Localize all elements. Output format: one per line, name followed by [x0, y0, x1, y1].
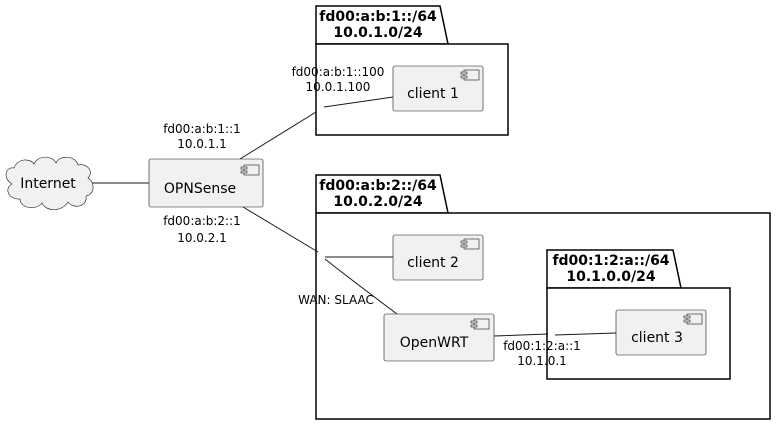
component-icon [460, 238, 480, 250]
client1-ipv4-label: 10.0.1.100 [306, 80, 371, 94]
component-icon [240, 164, 260, 176]
edge-net3-client3 [554, 332, 617, 336]
edges [92, 96, 617, 337]
client1-node: client 1 [392, 65, 484, 112]
component-icon [683, 313, 703, 325]
edge-opnsense-net1 [239, 111, 317, 160]
openwrt-wan-label: WAN: SLAAC [298, 293, 374, 307]
openwrt-net3-ipv6-label: fd00:1:2:a::1 [503, 339, 581, 353]
package-net1-title: fd00:a:b:1::/64 [319, 9, 437, 25]
client2-box [392, 234, 484, 281]
client2-label: client 2 [407, 255, 459, 271]
package-net2-title: fd00:a:b:2::/64 [319, 178, 437, 194]
opnsense-net2-ipv6-label: fd00:a:b:2::1 [163, 214, 241, 228]
client1-label: client 1 [407, 86, 459, 102]
opnsense-net1-ipv6-label: fd00:a:b:1::1 [163, 122, 241, 136]
opnsense-net1-ipv4-label: 10.0.1.1 [177, 137, 227, 151]
openwrt-label: OpenWRT [400, 335, 469, 351]
component-icon [470, 318, 490, 330]
opnsense-net2-ipv4-label: 10.0.2.1 [177, 231, 227, 245]
edge-opnsense-net2 [242, 206, 319, 253]
edge-net2-openwrt [324, 258, 398, 315]
openwrt-node: OpenWRT [383, 313, 495, 362]
openwrt-box [383, 313, 495, 362]
opnsense-box [148, 158, 264, 208]
client2-node: client 2 [392, 234, 484, 281]
internet-node: Internet [5, 156, 94, 210]
cloud-icon [5, 156, 94, 210]
opnsense-label: OPNSense [164, 181, 236, 197]
package-net2-subtitle: 10.0.2.0/24 [333, 194, 423, 210]
client3-box [615, 309, 707, 356]
openwrt-net3-ipv4-label: 10.1.0.1 [517, 354, 567, 368]
client1-ipv6-label: fd00:a:b:1::100 [292, 65, 385, 79]
edge-openwrt-net3-a [493, 333, 549, 337]
opnsense-node: OPNSense [148, 158, 264, 208]
component-icon [460, 69, 480, 81]
edge-labels: fd00:a:b:1::1 10.0.1.1 fd00:a:b:2::1 10.… [163, 65, 581, 368]
internet-label: Internet [20, 176, 76, 192]
package-net3-title: fd00:1:2:a::/64 [552, 253, 669, 269]
package-net3-subtitle: 10.1.0.0/24 [566, 269, 656, 285]
client1-box [392, 65, 484, 112]
client3-label: client 3 [631, 330, 683, 346]
package-net1-subtitle: 10.0.1.0/24 [333, 25, 423, 41]
client3-node: client 3 [615, 309, 707, 356]
edge-net1-client1 [323, 96, 394, 108]
